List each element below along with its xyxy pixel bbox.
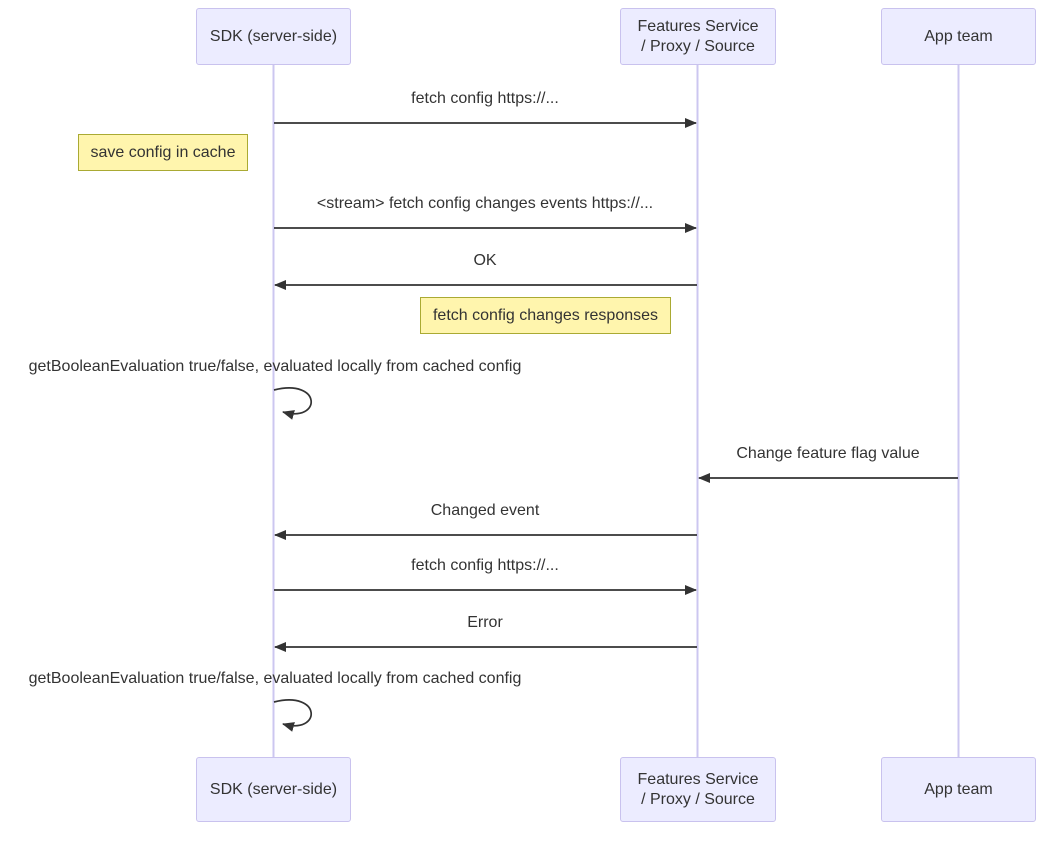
- actor-top-features-service: Features Service / Proxy / Source: [620, 8, 776, 65]
- actor-label-sdk: SDK (server-side): [209, 780, 338, 798]
- self-loop-get-boolean-evaluation-1: [273, 387, 312, 420]
- message-label-get-boolean-evaluation-2: getBooleanEvaluation true/false, evaluat…: [28, 670, 522, 687]
- self-loop-get-boolean-evaluation-2: [273, 699, 312, 732]
- message-label-ok: OK: [473, 252, 497, 269]
- message-label-get-boolean-evaluation-1: getBooleanEvaluation true/false, evaluat…: [28, 358, 522, 375]
- note-save-config-in-cache: save config in cache: [78, 134, 248, 171]
- actor-label-sdk: SDK (server-side): [209, 27, 338, 45]
- message-label-error: Error: [467, 614, 503, 631]
- actor-bottom-app-team: App team: [881, 757, 1036, 822]
- actor-bottom-sdk: SDK (server-side): [196, 757, 351, 822]
- message-label-fetch-config-1: fetch config https://...: [411, 90, 559, 107]
- note-fetch-config-changes-responses: fetch config changes responses: [420, 297, 671, 334]
- message-label-stream-fetch-config-changes: <stream> fetch config changes events htt…: [316, 195, 654, 212]
- actor-label-features-service: Features Service / Proxy / Source: [637, 17, 759, 55]
- actor-label-app-team: App team: [924, 27, 993, 45]
- message-label-changed-event: Changed event: [430, 502, 540, 519]
- actor-top-sdk: SDK (server-side): [196, 8, 351, 65]
- actor-top-app-team: App team: [881, 8, 1036, 65]
- actor-label-features-service: Features Service / Proxy / Source: [637, 770, 759, 808]
- message-label-fetch-config-2: fetch config https://...: [411, 557, 559, 574]
- actor-bottom-features-service: Features Service / Proxy / Source: [620, 757, 776, 822]
- message-label-change-feature-flag-value: Change feature flag value: [736, 445, 920, 462]
- actor-label-app-team: App team: [924, 780, 993, 798]
